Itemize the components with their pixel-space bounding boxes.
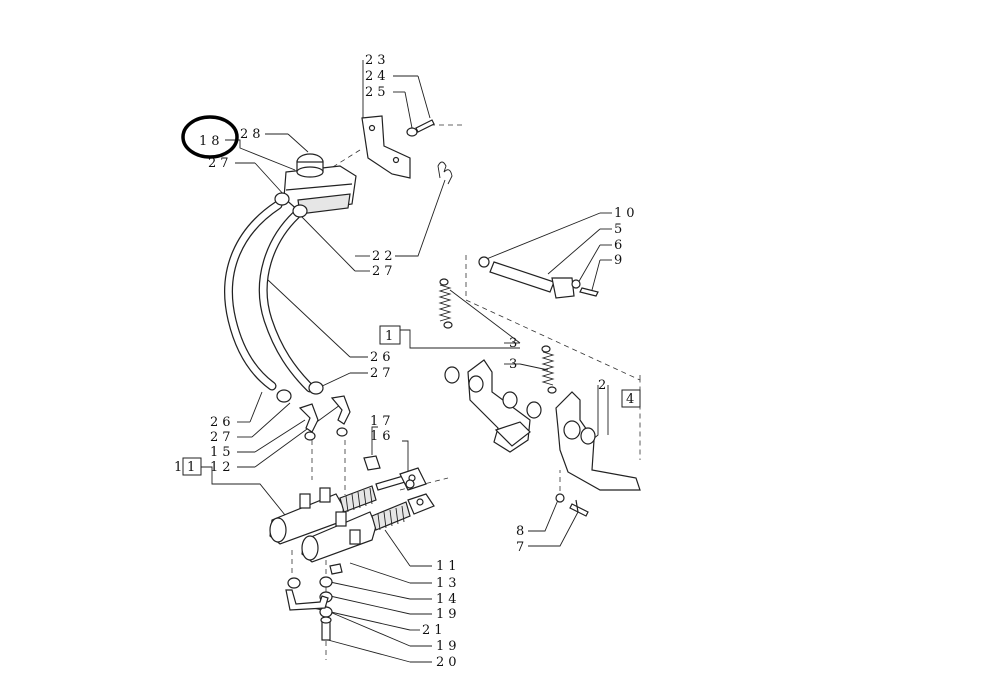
callout-20: 20 [436, 655, 461, 670]
callout-3-b: 3 [509, 357, 521, 372]
callout-17: 17 [370, 414, 395, 429]
boxed-label-4: 4 [626, 392, 638, 407]
boxed-label-1-upper: 1 [385, 329, 397, 344]
boxed-reference-4: 4 [621, 389, 641, 408]
callout-7: 7 [516, 540, 528, 555]
boxed-reference-1-upper: 1 [379, 325, 401, 345]
callout-14: 14 [436, 592, 461, 607]
return-spring-right [541, 345, 557, 394]
boxed-reference-1-lower: 1 [182, 457, 202, 476]
callout-25: 25 [365, 85, 390, 100]
pedal-right [526, 391, 641, 491]
callout-18: 18 [199, 134, 224, 149]
boxed-label-1-lower: 1 [187, 460, 199, 475]
highlight-circle [181, 115, 239, 159]
callout-27-upper-mid: 27 [372, 264, 397, 279]
pin-parts [555, 493, 589, 517]
callout-26-mid: 26 [370, 350, 395, 365]
callout-24: 24 [365, 69, 390, 84]
mounting-bracket [361, 115, 411, 179]
master-cylinder-right [301, 493, 435, 563]
bolt [406, 119, 435, 137]
callout-15: 15 [210, 445, 235, 460]
callout-27-top: 27 [208, 156, 233, 171]
leader-lines [200, 60, 612, 663]
callout-6: 6 [614, 238, 626, 253]
clevis-pin-bolt [363, 455, 415, 489]
callout-19-b: 19 [436, 639, 461, 654]
mounting-hardware [285, 563, 343, 641]
callout-22: 22 [372, 249, 397, 264]
callout-26-lower: 26 [210, 415, 235, 430]
fluid-reservoir [283, 153, 357, 215]
callout-27-mid: 27 [370, 366, 395, 381]
callout-12: 12 [210, 460, 235, 475]
callout-11: 11 [436, 559, 461, 574]
callout-28: 28 [240, 127, 265, 142]
callout-labels: 23 24 25 18 28 27 10 5 6 9 22 27 3 3 26 … [174, 53, 639, 670]
hoses [224, 200, 315, 393]
callout-3-a: 3 [509, 336, 521, 351]
callout-19-a: 19 [436, 607, 461, 622]
return-spring-left [438, 278, 453, 329]
callout-27-lower: 27 [210, 430, 235, 445]
pedal-left [444, 359, 531, 453]
pivot-shaft [478, 256, 599, 299]
callout-1: 1 [174, 460, 186, 475]
callout-16: 16 [370, 429, 395, 444]
callout-10: 10 [614, 206, 639, 221]
elbow-fittings [298, 395, 351, 441]
callout-21: 21 [422, 623, 447, 638]
spring-clip [437, 161, 453, 185]
callout-13: 13 [436, 576, 461, 591]
callout-9: 9 [614, 253, 626, 268]
callout-23: 23 [365, 53, 390, 68]
callout-2: 2 [598, 378, 610, 393]
callout-5: 5 [614, 222, 626, 237]
hose-clamps [274, 192, 324, 403]
callout-8: 8 [516, 524, 528, 539]
